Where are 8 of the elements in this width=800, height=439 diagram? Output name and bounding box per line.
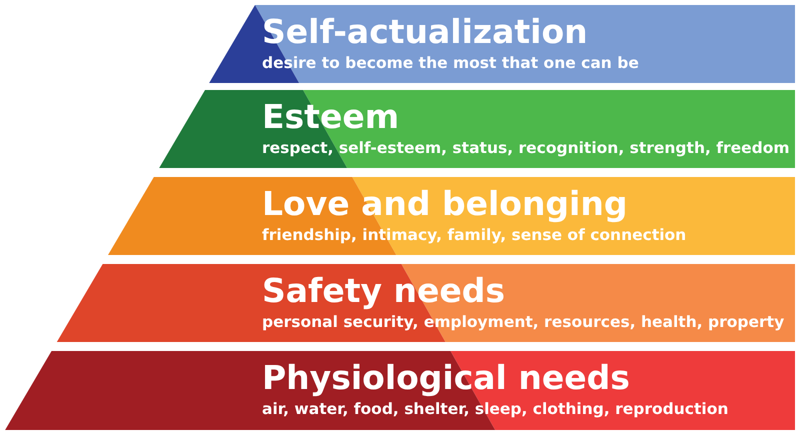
tier-heading: Safety needs (262, 272, 506, 310)
tier-description: respect, self-esteem, status, recognition, strength, freedom (262, 138, 790, 158)
tier-description: air, water, food, shelter, sleep, clothing, reproduction (262, 399, 728, 419)
tier-description: friendship, intimacy, family, sense of connection (262, 225, 686, 245)
tier-heading: Love and belonging (262, 185, 628, 223)
tier-heading: Esteem (262, 98, 400, 136)
tier-description: personal security, employment, resources, health, property (262, 312, 784, 332)
tier-heading: Physiological needs (262, 359, 630, 397)
